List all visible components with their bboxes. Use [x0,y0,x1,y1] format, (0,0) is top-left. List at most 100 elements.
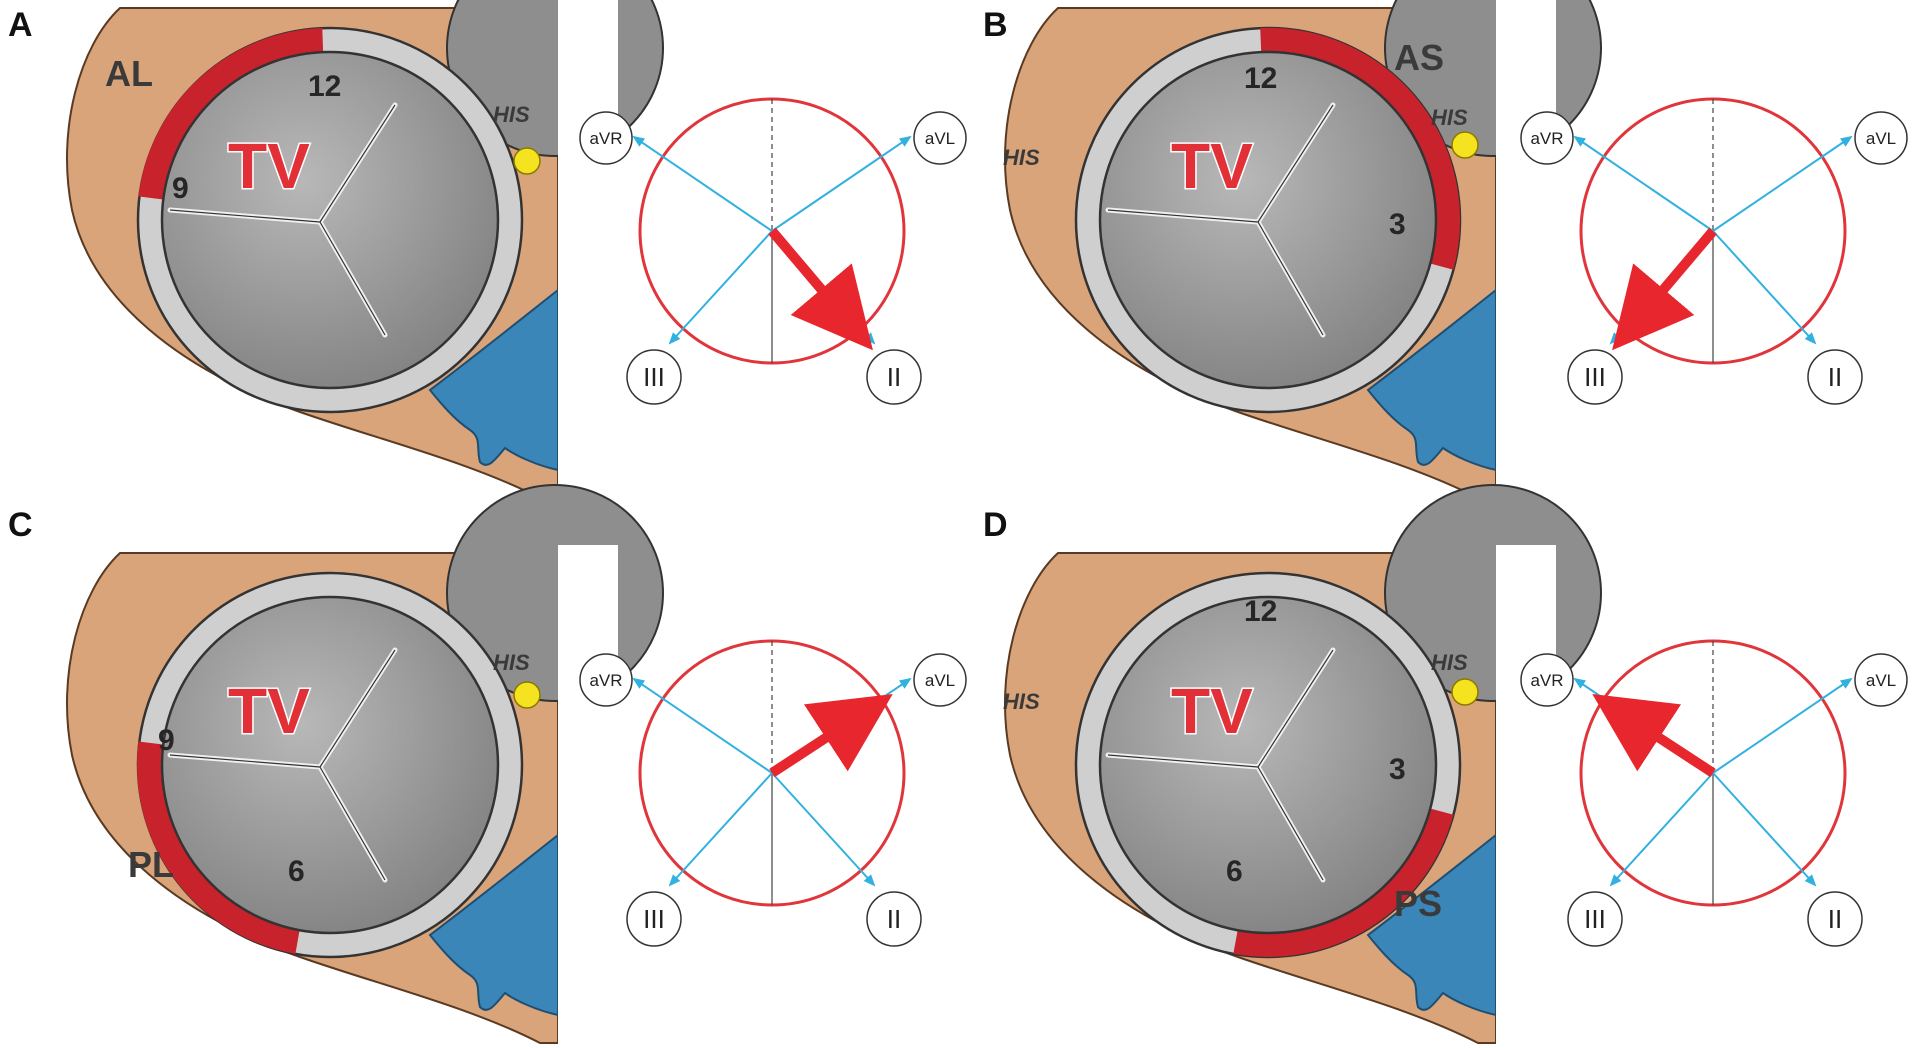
lead-ii-arrow [771,772,876,887]
his-bundle [1451,678,1479,706]
lead-iii-arrow [668,772,773,887]
position-number-3: 3 [1389,208,1406,241]
valve-label: TV [228,675,310,747]
lead-iii-label: III [1584,904,1606,934]
lead-avr-arrow [632,677,773,774]
panel-letter: C [8,506,33,544]
axis-diagram: aVR aVL III II [1520,97,1908,405]
highlight-segment [1260,27,1460,270]
valve-label: TV [1171,675,1253,747]
panel-b: B TV AS 12 3 HIS HIS [983,0,1908,500]
lead-ii-arrow [1712,772,1817,887]
lead-ii-bubble [1807,891,1863,947]
axis-diagram: aVR aVL III II [1520,639,1908,947]
coronary-sinus-vessel [428,287,559,472]
coronary-sinus-vessel [1366,832,1497,1017]
lead-avr-label: aVR [589,671,622,690]
his-label-right: HIS [1431,105,1468,130]
heart-anatomy-view: TV AS 12 3 HIS HIS [1003,0,1602,500]
lead-ii-arrow [1712,230,1817,345]
lead-iii-arrow [668,230,773,345]
region-label: AL [105,53,153,94]
lead-ii-bubble [1807,349,1863,405]
position-number-6: 6 [288,855,305,888]
panel-a: A TV AL 12 9 HIS [8,0,967,500]
main-axis-arrow [1592,694,1716,778]
aortic-root-clip [1496,545,1556,1045]
position-number-9: 9 [158,724,175,757]
tricuspid-valve [160,50,500,390]
his-label-left: HIS [1003,145,1040,170]
region-label: PL [128,844,174,885]
main-axis-arrow [1612,227,1717,351]
position-number-9: 9 [172,172,189,205]
lead-iii-bubble [1567,891,1623,947]
panel-letter: B [983,6,1008,44]
lead-avl-bubble [913,653,967,707]
lead-ii-bubble [866,349,922,405]
lead-avr-label: aVR [589,129,622,148]
highlight-segment [1233,808,1454,957]
valve-label: TV [1171,130,1253,202]
region-label: PS [1394,883,1442,924]
axis-diagram: aVR aVL III II [579,639,967,947]
lead-avr-label: aVR [1530,129,1563,148]
lead-iii-bubble [626,891,682,947]
lead-avr-label: aVR [1530,671,1563,690]
position-number-3: 3 [1389,753,1406,786]
tricuspid-valve [1098,595,1438,935]
main-axis-arrow [768,227,873,351]
lead-iii-label: III [1584,362,1606,392]
lead-iii-bubble [1567,349,1623,405]
main-axis-arrow [769,694,893,778]
lead-avl-bubble [913,111,967,165]
heart-anatomy-view: TV PL 9 6 HIS [66,484,664,1045]
valve-commissure-outline [169,104,396,336]
valve-commissure-outline [169,649,396,881]
panel-c: C TV PL 9 6 HIS [8,484,967,1045]
region-label: AS [1394,37,1444,78]
lead-avr-bubble [1520,653,1574,707]
lead-avl-label: aVL [1866,129,1896,148]
lead-avr-arrow [632,135,773,232]
his-bundle [513,681,541,709]
position-number-12: 12 [1244,595,1277,628]
panel-letter: D [983,506,1008,544]
lead-avr-bubble [579,653,633,707]
lead-iii-label: III [643,904,665,934]
lead-avl-arrow [1712,677,1853,774]
position-number-6: 6 [1226,855,1243,888]
lead-avr-bubble [1520,111,1574,165]
coronary-sinus-vessel [1366,287,1497,472]
heart-anatomy-view: TV PS 12 3 6 HIS HIS [1003,484,1602,1045]
lead-ii-bubble [866,891,922,947]
lead-avl-label: aVL [1866,671,1896,690]
lead-avr-arrow [1573,135,1714,232]
valve-commissure-outline [1107,649,1334,881]
highlight-segment [138,28,324,200]
his-bundle [1451,131,1479,159]
position-number-12: 12 [308,70,341,103]
lead-avl-bubble [1854,111,1908,165]
valve-label: TV [228,130,310,202]
coronary-sinus-vessel [428,832,559,1017]
his-label-right: HIS [1431,650,1468,675]
lead-iii-bubble [626,349,682,405]
lead-avl-label: aVL [925,671,955,690]
aortic-root-clip [558,545,618,1045]
panel-d: D TV PS 12 3 6 HIS HIS [983,484,1908,1045]
position-number-12: 12 [1244,62,1277,95]
valve-commissure-outline [1107,104,1334,336]
aortic-root-clip [558,0,618,500]
lead-iii-label: III [643,362,665,392]
lead-ii-label: II [1828,904,1842,934]
lead-ii-label: II [887,904,901,934]
lead-ii-label: II [1828,362,1842,392]
tricuspid-valve [1098,50,1438,390]
heart-anatomy-view: TV AL 12 9 HIS [66,0,664,500]
tricuspid-valve [160,595,500,935]
lead-avl-bubble [1854,653,1908,707]
axis-diagram: aVR aVL III II [579,97,967,405]
aortic-root-clip [1496,0,1556,500]
lead-iii-arrow [1609,772,1714,887]
